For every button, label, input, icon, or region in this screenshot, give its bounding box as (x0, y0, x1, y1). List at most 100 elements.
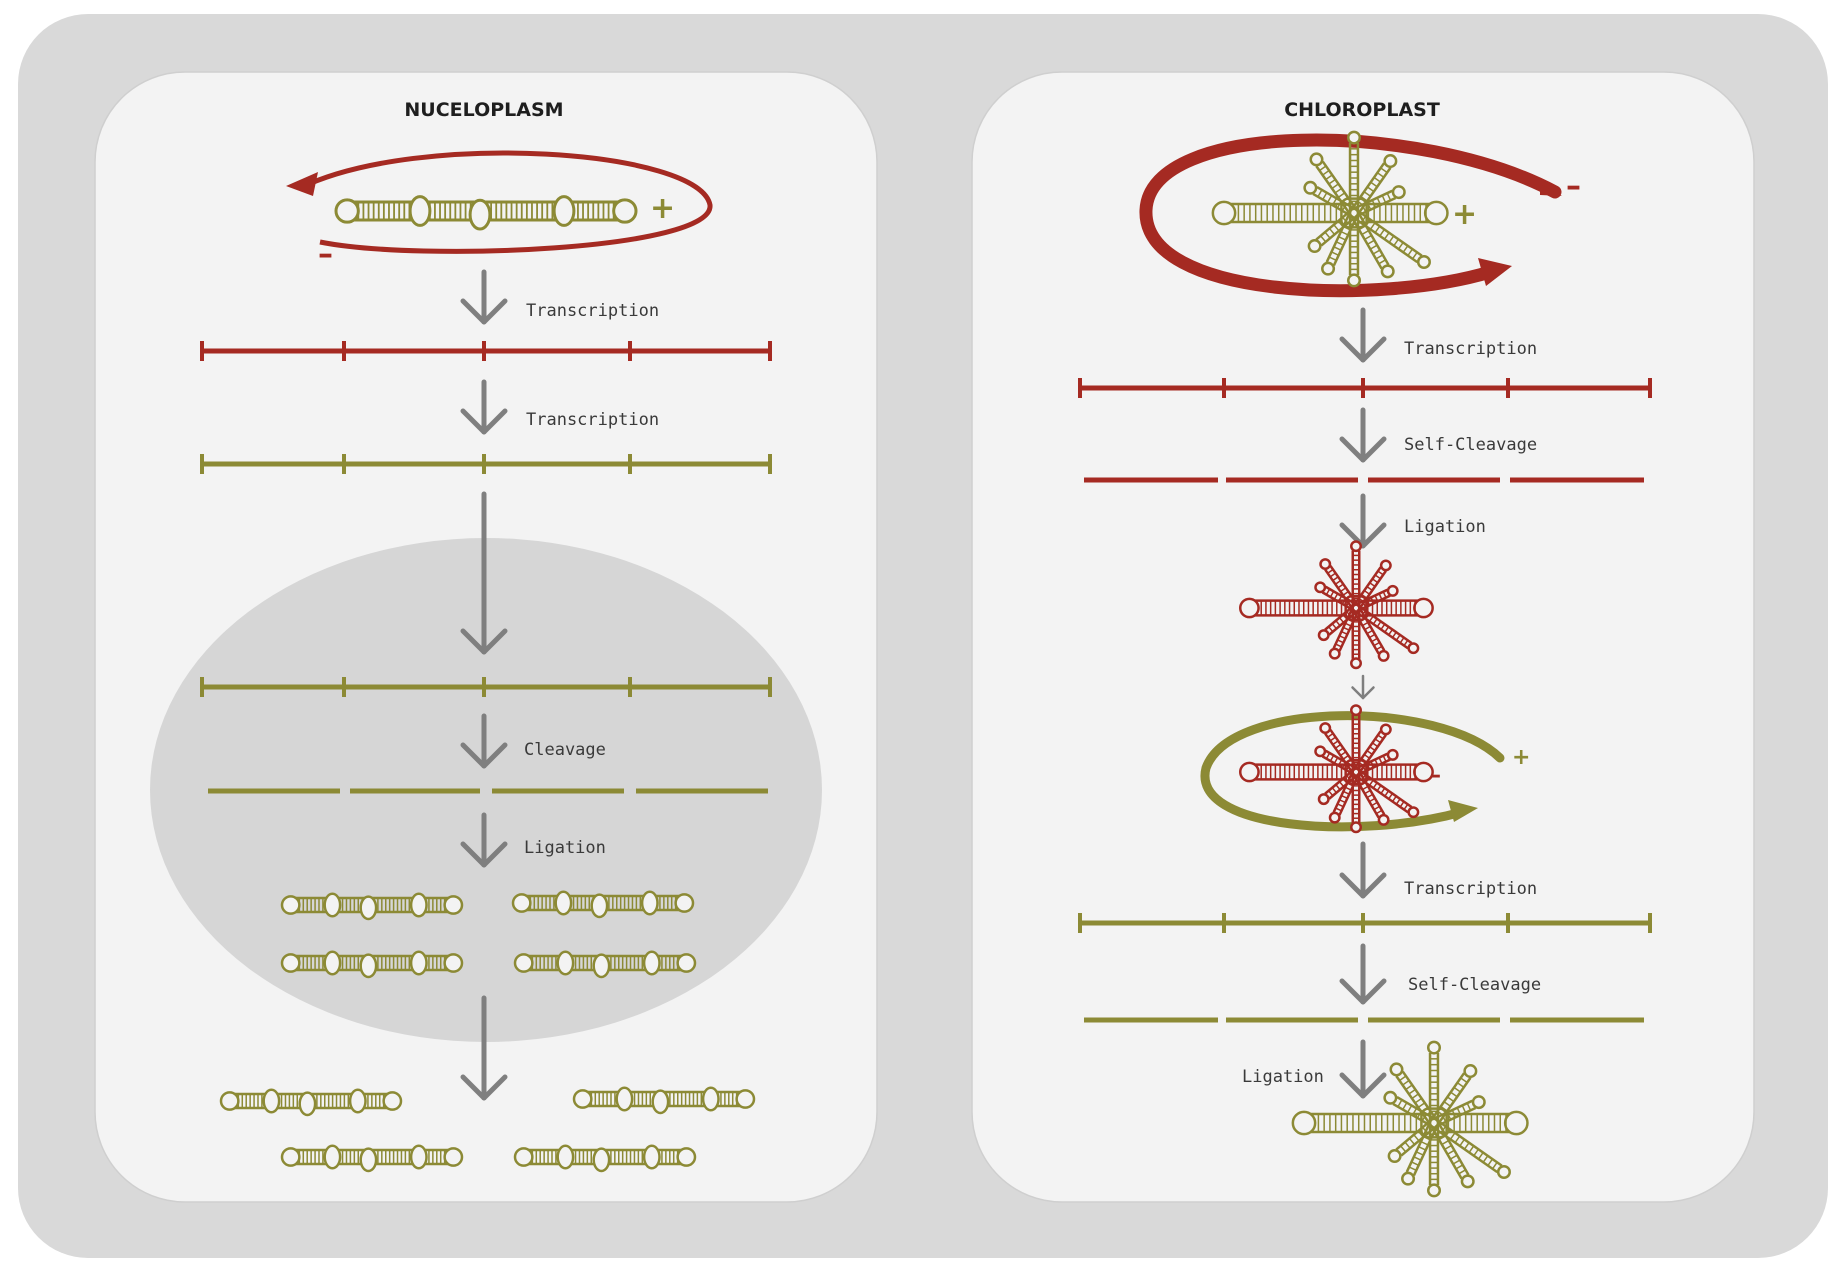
branch-base-pair (1342, 754, 1349, 760)
branch-loop (1350, 657, 1362, 670)
branch-loop (1379, 723, 1392, 736)
branch-loop (1346, 130, 1362, 145)
branch-base-pair (1363, 753, 1371, 759)
branch-base-pair (1333, 246, 1342, 251)
arrow-head (460, 298, 508, 325)
branch-loop (1346, 273, 1362, 288)
branch-base-pair (1447, 1149, 1455, 1155)
branch-base-pair (1358, 225, 1367, 231)
branch-base-pair (1338, 236, 1347, 241)
rod-end-loop (513, 953, 534, 973)
branch-base-pair (1345, 600, 1351, 607)
branch-strand (1431, 1099, 1473, 1121)
nucleus-region (150, 538, 822, 1042)
branch-base-pair (1342, 614, 1348, 621)
rod-end-loop (382, 1091, 403, 1111)
branch-base-pair (1388, 793, 1394, 800)
branch-base-pair (1335, 643, 1342, 648)
branch-base-pair (1421, 1113, 1427, 1122)
branched-viroid-icon (1238, 540, 1434, 670)
branch-base-pair (1327, 195, 1333, 203)
rod-viroid-icon (334, 195, 638, 231)
branch-base-pair (1329, 754, 1335, 762)
branch-base-pair (1411, 1107, 1418, 1116)
rod-end-loop (676, 1147, 697, 1167)
branched-viroid-icon (1291, 1040, 1529, 1198)
branch-base-pair (1335, 620, 1341, 627)
branch-base-pair (1366, 202, 1372, 210)
rod-bulge (359, 953, 378, 979)
stem-loop (1291, 1110, 1317, 1136)
branch-base-pair (1461, 1105, 1467, 1113)
branch-base-pair (1361, 229, 1370, 236)
down-arrow-icon (460, 713, 508, 769)
branch-base-pair (1372, 618, 1378, 625)
branch-loop (1407, 806, 1420, 819)
branch-base-pair (1413, 1134, 1420, 1142)
branch-base-pair (1411, 1161, 1419, 1166)
branch-base-pair (1328, 178, 1336, 185)
rod-bulge (409, 950, 428, 976)
branch-base-pair (1376, 621, 1382, 628)
branch-base-pair (1403, 803, 1409, 811)
down-arrow-icon (1339, 407, 1387, 463)
branch-base-pair (1339, 799, 1346, 804)
branch-loop (1350, 821, 1362, 834)
branch-base-pair (1386, 192, 1392, 201)
arrow-head (460, 628, 508, 655)
branch-base-pair (1372, 578, 1379, 584)
branch-base-pair (1369, 222, 1376, 230)
branch-base-pair (1370, 181, 1378, 188)
rod-viroid-icon (513, 1144, 697, 1173)
branch-strand (1357, 768, 1413, 808)
arrow-head (460, 841, 508, 868)
branch-base-pair (1369, 244, 1378, 250)
branch-base-pair (1379, 228, 1385, 237)
branch-base-pair (1366, 186, 1375, 193)
branch-base-pair (1337, 220, 1344, 228)
branch-base-pair (1338, 617, 1345, 624)
branch-base-pair (1473, 1148, 1480, 1157)
branch-strand (1352, 608, 1380, 655)
branch-base-pair (1450, 1091, 1458, 1098)
branch-base-pair (1366, 750, 1373, 755)
right-strands (1078, 378, 1652, 1023)
branch-base-pair (1340, 587, 1347, 593)
branch-base-pair (1452, 1159, 1461, 1165)
branch-base-pair (1418, 1146, 1427, 1151)
branch-base-pair (1333, 224, 1340, 232)
branch-base-pair (1378, 259, 1386, 265)
branch-base-pair (1458, 1169, 1466, 1175)
branch-base-pair (1341, 794, 1348, 800)
branch-base-pair (1411, 1093, 1419, 1100)
branch-base-pair (1400, 1145, 1407, 1153)
branch-base-pair (1373, 805, 1380, 811)
rod-end-loop (674, 893, 695, 913)
branch-base-pair (1324, 231, 1331, 239)
branch-base-pair (1325, 752, 1331, 760)
branch-base-pair (1335, 784, 1341, 791)
minus-sign: – (318, 237, 333, 272)
branch-base-pair (1366, 763, 1371, 770)
branch-loop (1391, 185, 1406, 200)
branch-base-pair (1444, 1144, 1452, 1151)
branch-base-pair (1366, 793, 1374, 799)
branch-loop (1319, 558, 1332, 571)
branch-strand (1332, 214, 1359, 266)
branch-base-pair (1391, 795, 1397, 802)
rod-bulge (298, 1091, 317, 1117)
branch-base-pair (1388, 629, 1394, 636)
branch-loop (1407, 642, 1420, 655)
minus-sign: – (1430, 763, 1441, 788)
branch-base-pair (1362, 621, 1369, 627)
nucleoplasm-title: NUCELOPLASM (404, 99, 563, 121)
branch-base-pair (1331, 183, 1339, 190)
branch-base-pair (1336, 200, 1343, 209)
rod-bulge (323, 950, 342, 976)
branch-base-pair (1325, 588, 1331, 596)
branch-base-pair (1453, 1086, 1461, 1093)
branch-base-pair (1331, 787, 1337, 794)
branch-base-pair (1346, 775, 1352, 782)
rod-end-loop (443, 953, 464, 973)
